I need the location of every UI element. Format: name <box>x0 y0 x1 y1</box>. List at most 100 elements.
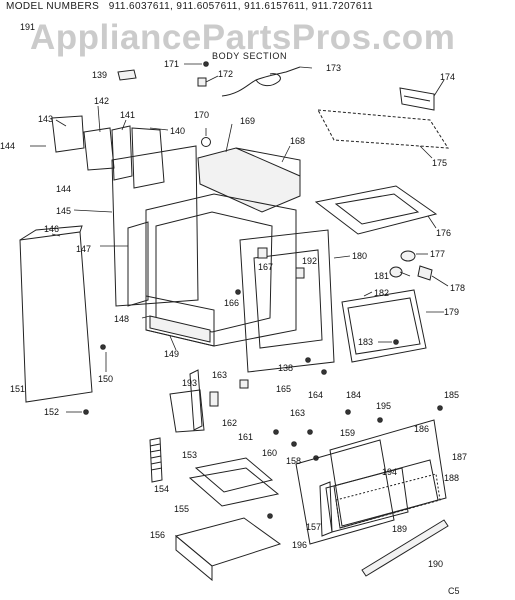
callout-152: 152 <box>44 407 59 417</box>
callout-150: 150 <box>98 374 113 384</box>
part-192-bracket[interactable] <box>295 267 305 279</box>
callout-191: 191 <box>20 22 35 32</box>
part-160-screw[interactable] <box>291 441 297 447</box>
callout-168: 168 <box>290 136 305 146</box>
drawer-front <box>175 534 213 582</box>
callout-175: 175 <box>432 158 447 168</box>
part-150-screw[interactable] <box>100 344 106 350</box>
part-185-screw[interactable] <box>437 405 443 411</box>
part-146-side-trim[interactable] <box>19 225 83 241</box>
part-195-screw[interactable] <box>377 417 383 423</box>
callout-140: 140 <box>170 126 185 136</box>
part-177-knob[interactable] <box>400 250 416 262</box>
model-number-list: 911.6037611, 911.6057611, 911.6157611, 9… <box>108 1 374 12</box>
part-187-door-outer[interactable] <box>329 419 447 527</box>
part-148-bottom-frame[interactable] <box>145 295 215 347</box>
part-155-broiler-pan[interactable] <box>188 467 280 507</box>
callout-184: 184 <box>346 390 361 400</box>
part-186-door-inner[interactable] <box>295 439 395 545</box>
part-188-door-panel[interactable] <box>333 459 439 529</box>
part-196-screw[interactable] <box>267 513 273 519</box>
callout-171: 171 <box>164 59 179 69</box>
part-180-door-frame[interactable] <box>239 229 335 373</box>
callout-192: 192 <box>302 256 317 266</box>
part-175-insulation[interactable] <box>317 109 449 149</box>
callout-156: 156 <box>150 530 165 540</box>
part-141-bracket[interactable] <box>111 125 133 181</box>
part-183-screw[interactable] <box>393 339 399 345</box>
part-184-screw[interactable] <box>345 409 351 415</box>
callout-193: 193 <box>182 378 197 388</box>
callout-164: 164 <box>308 390 323 400</box>
callout-159: 159 <box>340 428 355 438</box>
callout-141: 141 <box>120 110 135 120</box>
part-171-screw[interactable] <box>203 61 209 67</box>
part-140-wiring[interactable] <box>131 127 165 189</box>
callout-162: 162 <box>222 418 237 428</box>
part-163-spring[interactable] <box>209 391 219 407</box>
part-190-handle[interactable] <box>361 519 449 577</box>
callout-173: 173 <box>326 63 341 73</box>
callout-183: 183 <box>358 337 373 347</box>
part-181-knob[interactable] <box>389 266 403 278</box>
callout-190: 190 <box>428 559 443 569</box>
callout-138: 138 <box>278 363 293 373</box>
part-173-cord[interactable] <box>221 66 301 97</box>
part-165-bracket[interactable] <box>239 379 249 389</box>
part-182-gasket[interactable] <box>341 289 427 363</box>
part-164-screw[interactable] <box>321 369 327 375</box>
part-156-storage-drawer[interactable] <box>174 517 282 567</box>
part-189-door-skin[interactable] <box>335 473 441 529</box>
part-159-screw[interactable] <box>307 429 313 435</box>
part-153-spring[interactable] <box>149 437 163 483</box>
callout-139: 139 <box>92 70 107 80</box>
part-145-back-panel[interactable] <box>111 145 199 307</box>
callout-166: 166 <box>224 298 239 308</box>
part-166-screw[interactable] <box>235 289 241 295</box>
part-143-panel[interactable] <box>51 115 85 153</box>
part-174-bracket[interactable] <box>399 87 435 111</box>
part-167-sensor[interactable] <box>257 247 268 259</box>
callout-145: 145 <box>56 206 71 216</box>
part-178-knob[interactable] <box>417 265 433 281</box>
part-157-spacer[interactable] <box>319 481 333 537</box>
callout-180: 180 <box>352 251 367 261</box>
callout-148: 148 <box>114 314 129 324</box>
callout-186: 186 <box>414 424 429 434</box>
part-152-screw[interactable] <box>83 409 89 415</box>
part-168-side-trim[interactable] <box>235 147 301 176</box>
part-172-nut[interactable] <box>197 77 207 87</box>
callout-181: 181 <box>374 271 389 281</box>
part-179-gasket[interactable] <box>347 297 421 355</box>
callout-167: 167 <box>258 262 273 272</box>
part-149-kick-panel[interactable] <box>149 315 211 343</box>
callout-176: 176 <box>436 228 451 238</box>
part-161-screw[interactable] <box>273 429 279 435</box>
callout-144b: 144 <box>56 184 71 194</box>
part-170-switch[interactable] <box>201 137 211 147</box>
callout-147: 147 <box>76 244 91 254</box>
part-154-broiler-grid[interactable] <box>194 457 274 493</box>
callout-169: 169 <box>240 116 255 126</box>
part-138-screw[interactable] <box>305 357 311 363</box>
door-frame-window <box>253 249 323 349</box>
part-147-side-panel[interactable] <box>127 221 149 307</box>
part-176-cooktop[interactable] <box>314 185 438 235</box>
leader-lines <box>30 63 449 413</box>
model-label: MODEL NUMBERS <box>6 1 100 12</box>
callout-179: 179 <box>444 307 459 317</box>
part-162-hinge[interactable] <box>169 389 205 433</box>
callout-151: 151 <box>10 384 25 394</box>
part-142-bracket[interactable] <box>83 127 115 171</box>
watermark: AppliancePartsPros.com <box>30 18 456 57</box>
callout-188: 188 <box>444 473 459 483</box>
callout-163: 163 <box>212 370 227 380</box>
part-193-hinge[interactable] <box>189 369 203 431</box>
callout-195: 195 <box>376 401 391 411</box>
callout-160: 160 <box>262 448 277 458</box>
part-139-clip[interactable] <box>117 69 137 81</box>
callout-196: 196 <box>292 540 307 550</box>
part-151-side-panel[interactable] <box>19 231 93 403</box>
section-title: BODY SECTION <box>212 51 288 61</box>
